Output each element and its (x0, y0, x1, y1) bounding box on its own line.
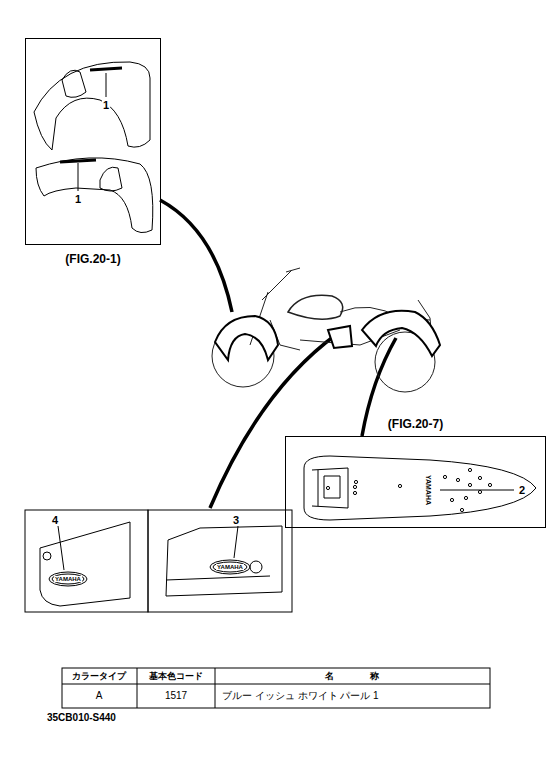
callout-number: 1 (74, 194, 82, 205)
hole (326, 486, 329, 489)
hole (353, 491, 356, 494)
hole (443, 475, 446, 478)
table-header: カラータイプ (72, 672, 126, 681)
hole (456, 478, 459, 481)
hole (354, 480, 357, 483)
table-cell: A (96, 691, 103, 701)
table-cell: 1517 (165, 691, 187, 701)
hole (468, 483, 471, 486)
hole (478, 490, 481, 493)
figure-frame: (FIG.20-7) (285, 436, 546, 528)
table-header: 名 称 (325, 672, 379, 681)
hole (478, 476, 481, 479)
callout-number: 3 (232, 515, 240, 526)
table-cell: ブルー イッシュ ホワイト パール 1 (222, 691, 379, 701)
table-header: 基本色コード (149, 672, 203, 681)
callout-number: 2 (518, 485, 526, 496)
hole (460, 508, 463, 511)
hole (464, 496, 467, 499)
figure-heading: (FIG.20-7) (286, 417, 545, 431)
callout-number: 1 (102, 100, 110, 111)
hole (398, 484, 401, 487)
emblem-text: YAMAHA (54, 576, 82, 582)
hole (488, 483, 491, 486)
hole (353, 485, 356, 488)
emblem-text: YAMAHA (216, 564, 244, 570)
hole (468, 468, 471, 471)
callout-number: 4 (51, 515, 59, 526)
figure-code: 35CB010-S440 (47, 713, 116, 723)
figure-frame: (FIG.20-1) (25, 38, 161, 245)
emblem-text: YAMAHA (425, 474, 432, 506)
figure-heading: (FIG.20-1) (26, 252, 160, 266)
hole (450, 498, 453, 501)
